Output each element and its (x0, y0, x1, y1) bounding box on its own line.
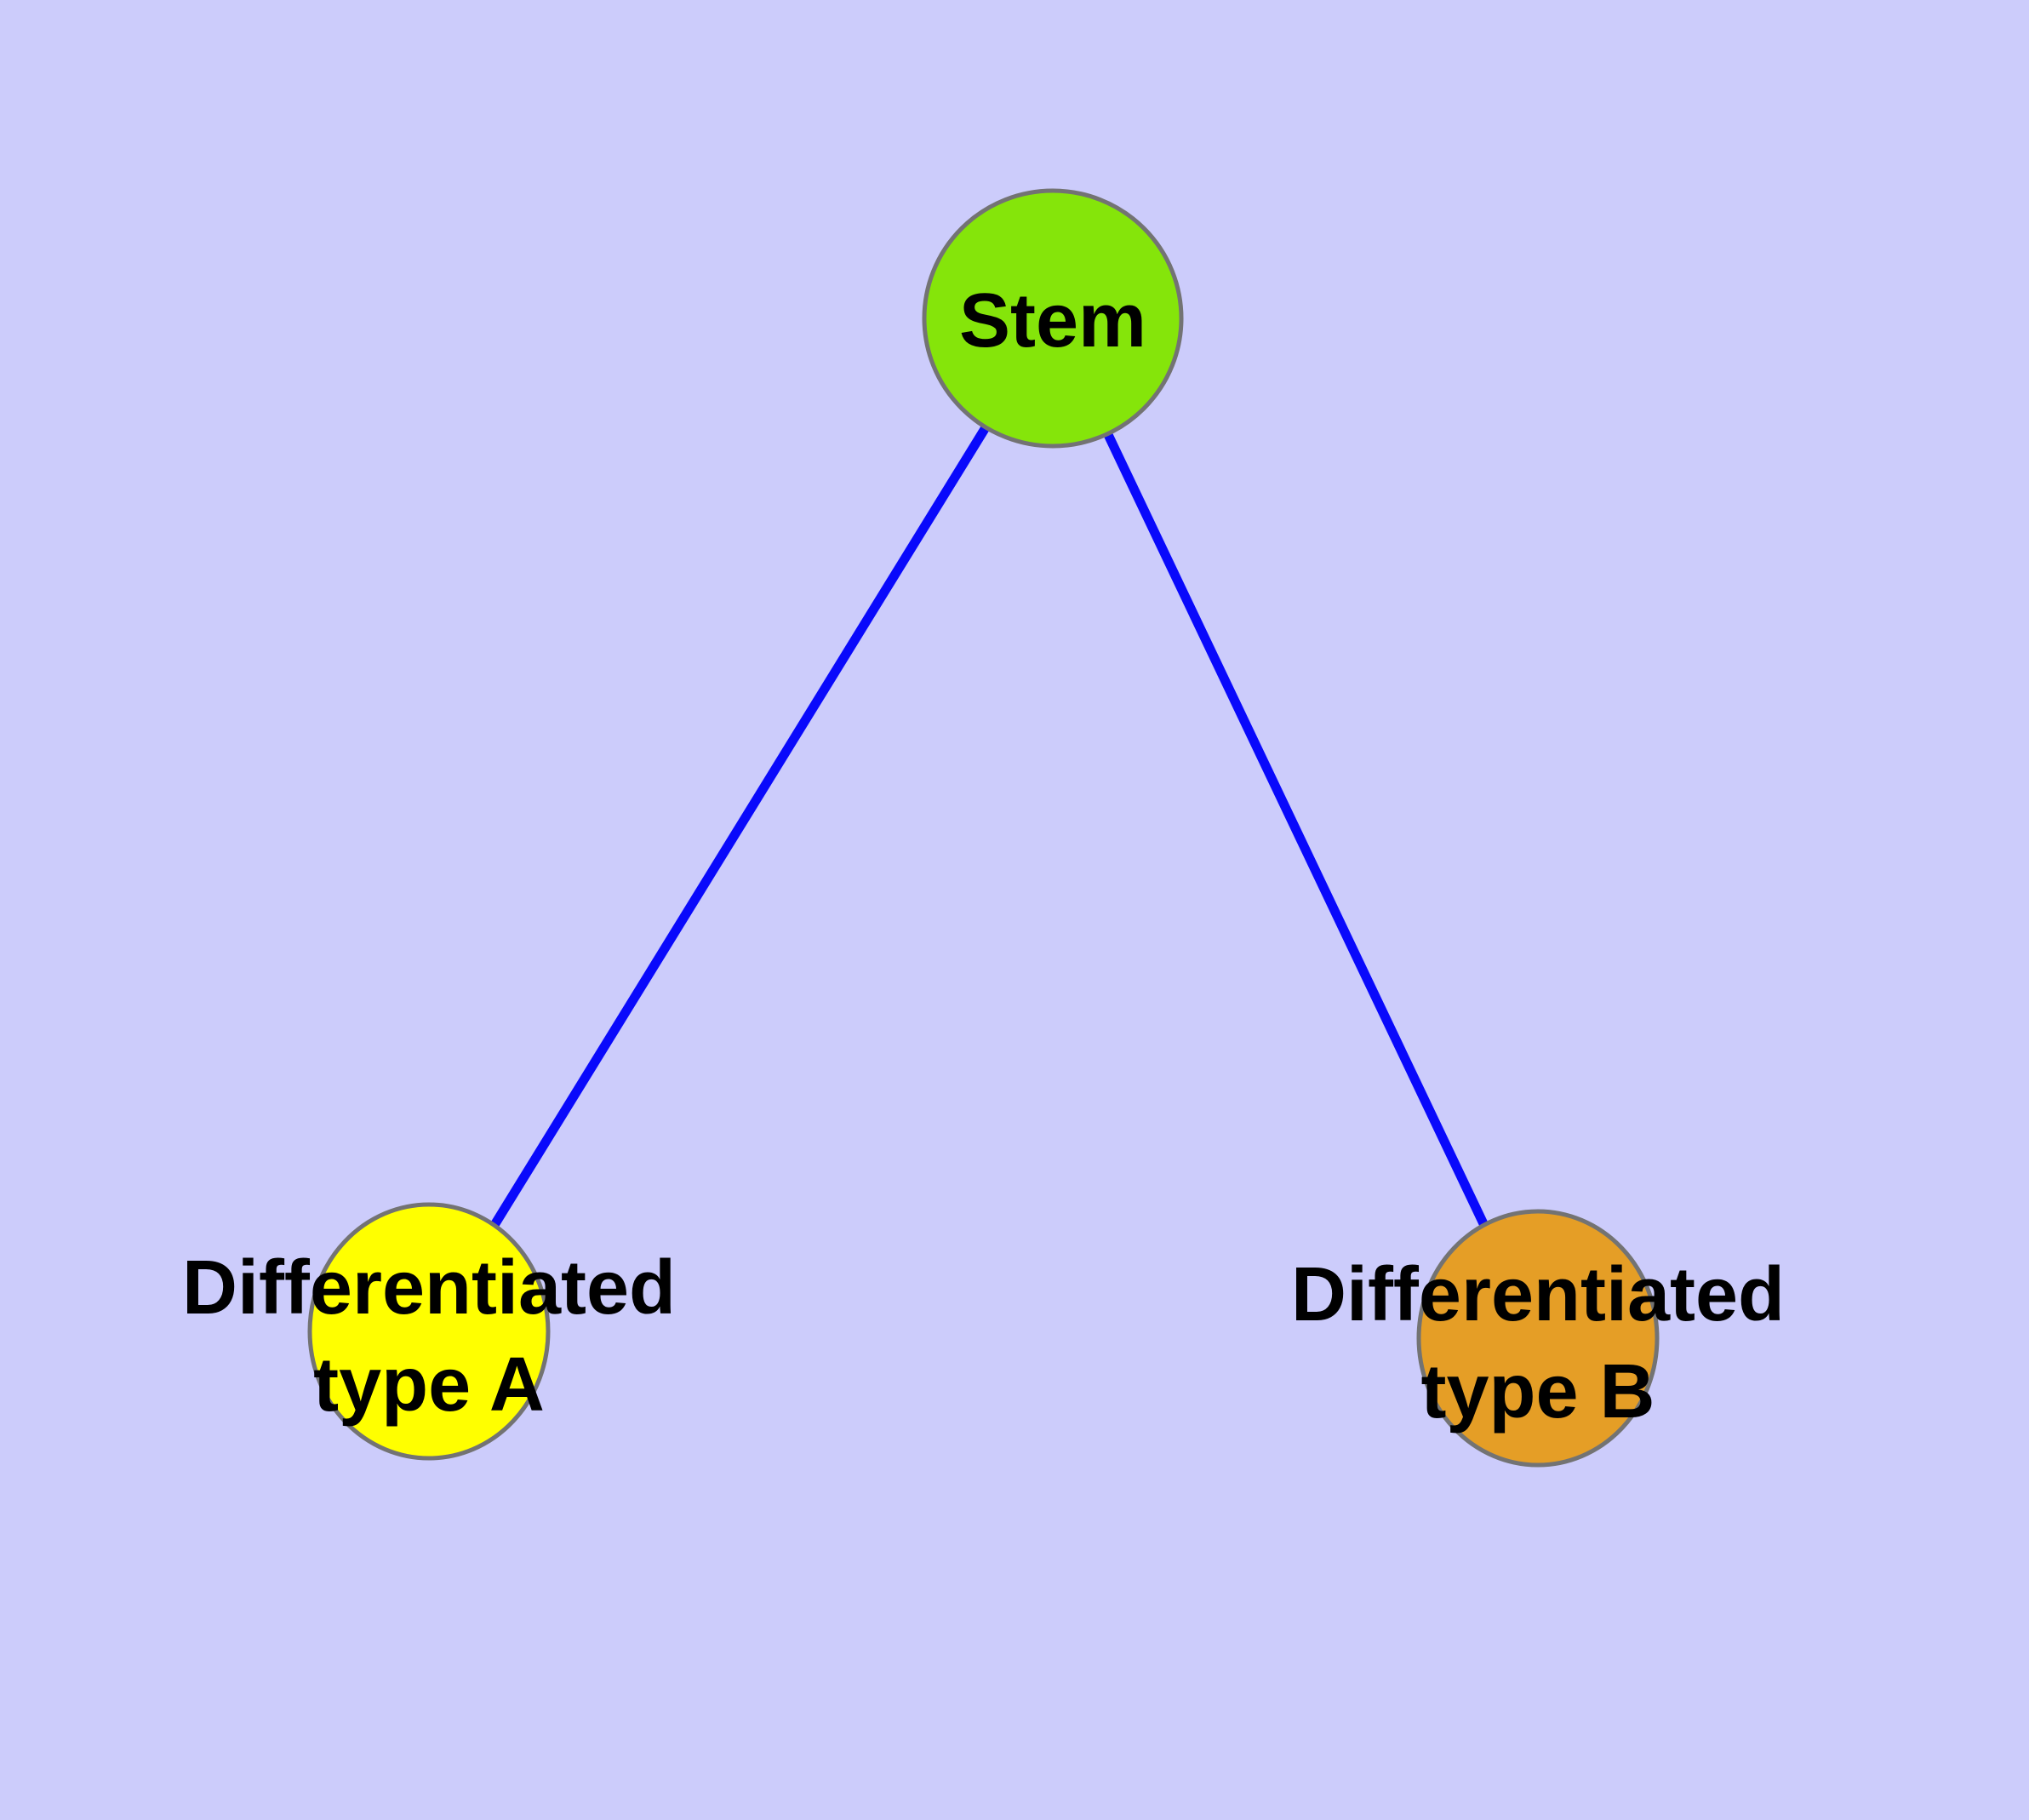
node-differentiated-type-b (1416, 1209, 1660, 1468)
node-differentiated-type-a (307, 1202, 551, 1461)
node-stem-label: Stem (959, 278, 1146, 363)
edge-group (425, 316, 1542, 1341)
label-group: Stem Differentiated type A Differentiate… (182, 278, 1785, 1434)
node-type-b-label-line1: Differentiated (1291, 1252, 1785, 1337)
node-type-b-label-line2: type B (1420, 1349, 1655, 1434)
edge-stem-to-type-a (425, 316, 1057, 1334)
node-group (307, 188, 1660, 1468)
node-stem (922, 188, 1184, 449)
edge-stem-to-type-b (1049, 316, 1542, 1341)
node-type-a-label-line2: type A (313, 1342, 545, 1428)
node-type-a-label-line1: Differentiated (182, 1245, 676, 1331)
